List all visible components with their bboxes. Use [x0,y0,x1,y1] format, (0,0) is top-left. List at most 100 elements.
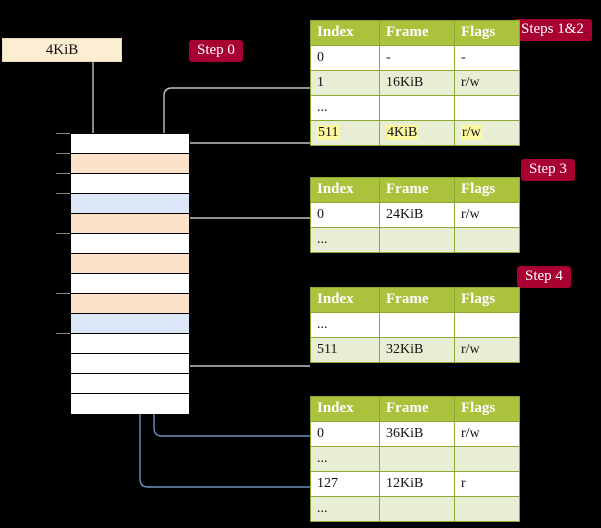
cell-frame: - [379,45,455,71]
cell-flags: - [454,45,520,71]
table-row[interactable]: 511 4KiB r/w [310,120,520,146]
wire-pdp-to-mem-24kib [175,217,310,259]
cell-frame [379,446,455,472]
highlighted-value: 4KiB [386,124,419,140]
cell-flags: r/w [454,337,520,363]
badge-step-3-label: Step 3 [529,161,567,177]
cell-flags [454,227,520,253]
highlighted-value: 511 [317,124,340,140]
memory-frame-5 [71,234,189,254]
badge-steps-1-2: Steps 1&2 [513,19,592,41]
cell-flags: r/w [454,70,520,96]
column-header-flags: Flags [454,177,520,203]
cell-index: ... [310,446,380,472]
memory-frame-3 [71,194,189,214]
badge-step-3: Step 3 [521,159,575,181]
cell-flags [454,95,520,121]
cell-flags [454,312,520,338]
memory-frame-8 [71,294,189,314]
cell-index: 0 [310,202,380,228]
badge-steps-1-2-label: Steps 1&2 [521,21,584,37]
memory-tick-3 [56,193,70,194]
column-header-frame: Frame [379,396,455,422]
cell-frame: 36KiB [379,421,455,447]
cell-flags: r/w [454,421,520,447]
cell-flags [454,446,520,472]
memory-frame-1 [71,154,189,174]
memory-frame-11 [71,354,189,374]
cell-index: ... [310,496,380,522]
column-header-flags: Flags [454,396,520,422]
cell-index: 0 [310,45,380,71]
cell-frame: 12KiB [379,471,455,497]
virtual-address-box: 4KiB [2,38,122,62]
cell-index: ... [310,95,380,121]
table-row[interactable]: ... [310,446,520,472]
memory-tick-5 [56,293,70,294]
badge-step-4: Step 4 [517,266,571,288]
cell-frame: 32KiB [379,337,455,363]
table-row[interactable]: ... [310,95,520,121]
cell-frame [379,312,455,338]
badge-step-0: Step 0 [189,40,243,62]
cell-frame: 24KiB [379,202,455,228]
memory-tick-6 [56,333,70,334]
cell-flags: r/w [454,120,520,146]
cell-frame [379,227,455,253]
memory-frame-13 [71,394,189,414]
cell-flags [454,496,520,522]
memory-tick-0 [56,133,70,134]
memory-frame-7 [71,274,189,294]
memory-frame-2 [71,174,189,194]
badge-step-4-label: Step 4 [525,268,563,284]
cell-frame [379,95,455,121]
cell-index: 511 [310,337,380,363]
cell-flags: r [454,471,520,497]
table-row[interactable]: ... [310,496,520,522]
physical-memory-column [70,133,190,414]
cell-index: 1 [310,70,380,96]
column-header-index: Index [310,396,380,422]
memory-frame-12 [71,374,189,394]
virtual-address-label: 4KiB [45,42,79,58]
cell-flags: r/w [454,202,520,228]
table-row[interactable]: ... [310,227,520,253]
cell-index: ... [310,227,380,253]
cell-index: ... [310,312,380,338]
memory-frame-10 [71,334,189,354]
memory-frame-4 [71,214,189,234]
column-header-flags: Flags [454,20,520,46]
table-row[interactable]: ... [310,312,520,338]
column-header-index: Index [310,287,380,313]
wire-pml4-511-to-mem [173,142,310,156]
column-header-flags: Flags [454,287,520,313]
column-header-index: Index [310,20,380,46]
column-header-index: Index [310,177,380,203]
memory-tick-2 [56,173,70,174]
cell-index: 511 [310,120,380,146]
cell-index: 127 [310,471,380,497]
memory-frame-6 [71,254,189,274]
memory-frame-0 [71,134,189,154]
table-row[interactable]: 0-- [310,45,520,71]
column-header-frame: Frame [379,20,455,46]
cell-frame: 4KiB [379,120,455,146]
highlighted-value: r/w [461,124,482,140]
cell-index: 0 [310,421,380,447]
memory-tick-1 [56,153,70,154]
cell-frame: 16KiB [379,70,455,96]
memory-tick-4 [56,233,70,234]
memory-frame-9 [71,314,189,334]
column-header-frame: Frame [379,177,455,203]
column-header-frame: Frame [379,287,455,313]
